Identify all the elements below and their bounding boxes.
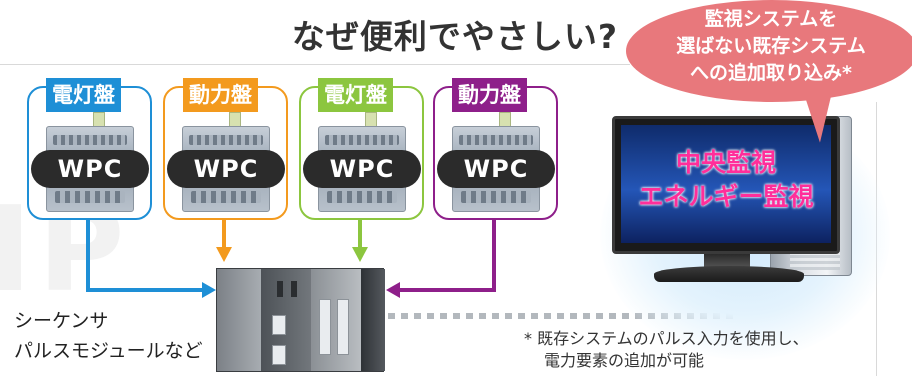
monitor-line-2: エネルギー監視 (638, 182, 814, 211)
wpc-badge-1: WPC (31, 150, 149, 188)
monitor-line-1: 中央監視 (675, 148, 776, 177)
monitor-text: 中央監視 エネルギー監視 (621, 146, 831, 214)
wpc-badge-3: WPC (303, 150, 421, 188)
monitor-screen (621, 125, 831, 243)
callout-line-3: への追加取り込み* (690, 62, 852, 84)
arrowhead-orange (216, 247, 232, 262)
page-title: なぜ便利でやさしい? (291, 17, 619, 56)
sequencer-unit (216, 268, 385, 372)
sequencer-label: シーケンサ パルスモジュールなど (14, 306, 203, 366)
panel-label-1: 電灯盤 (46, 78, 121, 112)
plc-power-module (217, 269, 261, 371)
callout-line-1: 監視システムを (704, 8, 838, 30)
panel-label-4: 動力盤 (452, 78, 527, 112)
plc-terminal-1 (272, 315, 286, 335)
plc-cpu-module (261, 269, 311, 371)
plc-io-block-2 (337, 299, 349, 355)
footnote: * 既存システムのパルス入力を使用し、 電力要素の追加が可能 (524, 328, 809, 372)
arrowhead-green (352, 247, 368, 262)
sequencer-line-1: シーケンサ (14, 310, 109, 332)
plc-terminal-2 (272, 345, 286, 365)
plc-io-block-1 (319, 299, 331, 355)
plc-indicator-1 (277, 281, 283, 297)
plc-indicator-2 (291, 281, 297, 297)
sequencer-line-2: パルスモジュールなど (14, 340, 203, 362)
wpc-badge-4: WPC (437, 150, 555, 188)
callout-bubble (626, 0, 912, 102)
callout-text: 監視システムを 選ばない既存システム への追加取り込み* (636, 6, 906, 87)
footnote-line-1: * 既存システムのパルス入力を使用し、 (524, 329, 809, 348)
panel-label-3: 電灯盤 (318, 78, 393, 112)
panel-label-2: 動力盤 (183, 78, 258, 112)
monitor-stand-neck (704, 254, 750, 268)
connector-purple (398, 220, 496, 292)
callout-line-2: 選ばない既存システム (676, 35, 866, 57)
wpc-badge-2: WPC (167, 150, 285, 188)
monitor-stand-base (654, 266, 804, 282)
arrowhead-blue (202, 282, 216, 298)
plc-end-module (361, 269, 385, 371)
footnote-line-2: 電力要素の追加が可能 (544, 351, 705, 370)
arrowhead-purple (386, 282, 400, 298)
connector-blue (86, 220, 204, 292)
frame-line-top (0, 64, 630, 65)
